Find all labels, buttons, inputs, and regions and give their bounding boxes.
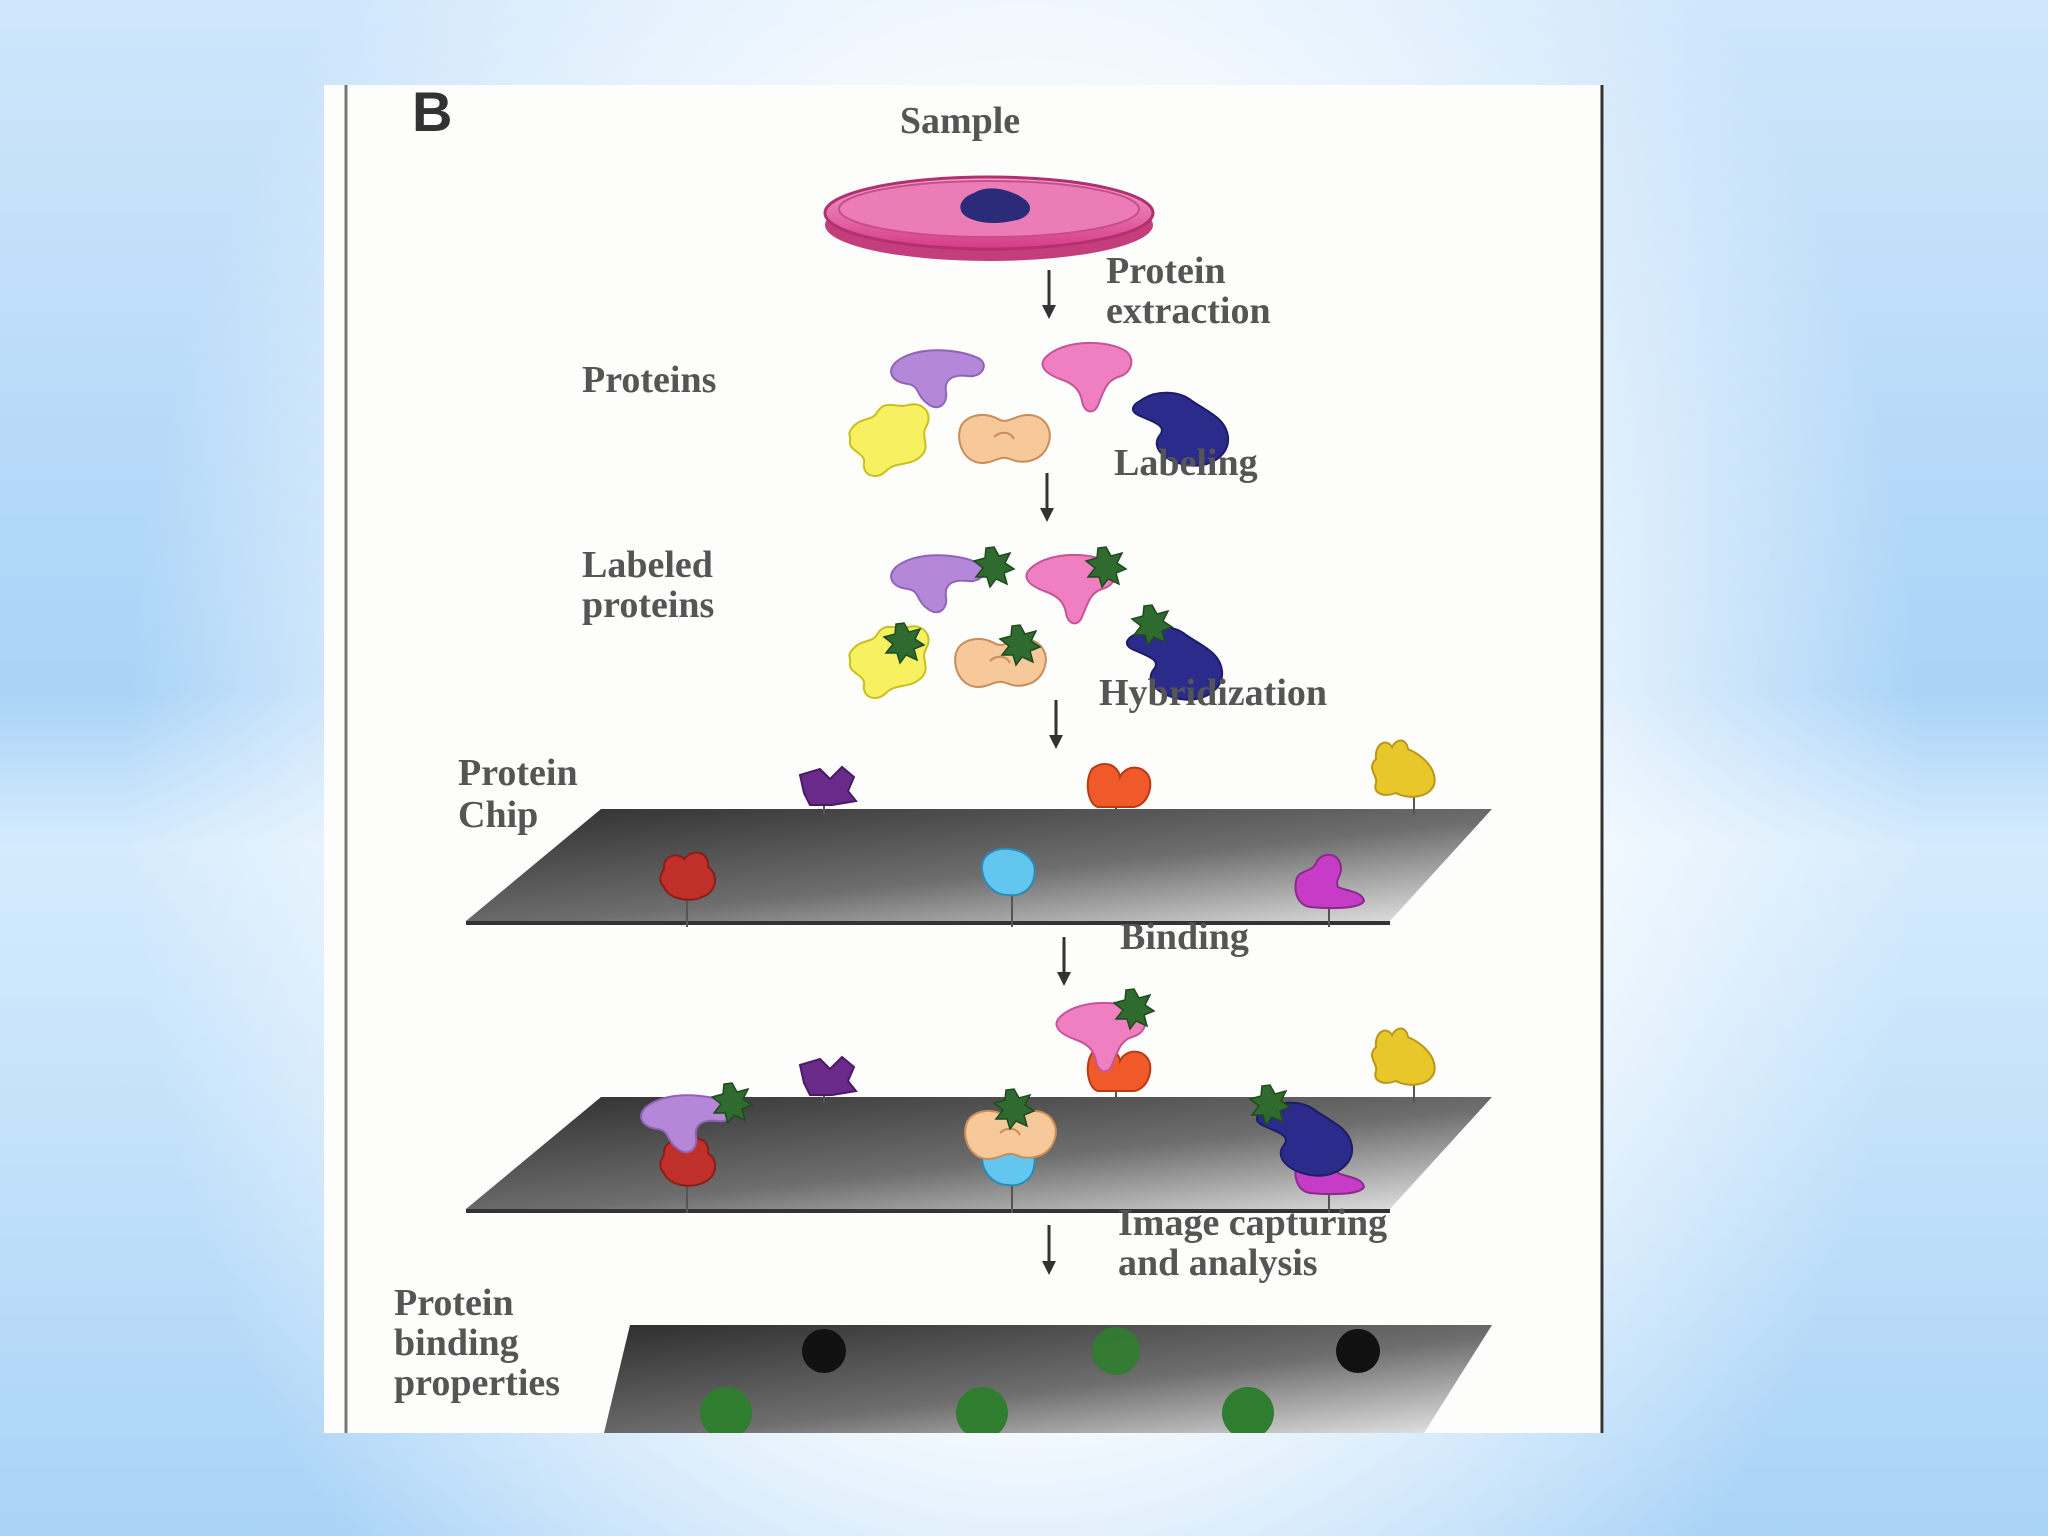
result-spot-green (956, 1387, 1008, 1433)
proteins-label: Proteins (582, 359, 716, 401)
arrow-labeling (1040, 473, 1054, 522)
result-spot-black (1336, 1329, 1380, 1373)
result-spot-green (1222, 1387, 1274, 1433)
panel-label: B (412, 85, 452, 143)
arrow-binding (1057, 937, 1071, 986)
arrow-hybridization (1049, 700, 1063, 749)
protein-binding-properties-label: Protein binding properties (394, 1282, 560, 1404)
hybridization-label: Hybridization (1099, 672, 1327, 714)
protein-chip-label: Protein Chip (458, 752, 587, 836)
protein-microarray-figure: B Sample Protein extraction Proteins Lab… (324, 85, 1604, 1433)
image-capturing-label: Image capturing and analysis (1118, 1202, 1397, 1284)
binding-label: Binding (1120, 916, 1249, 958)
labeling-label: Labeling (1114, 442, 1258, 484)
result-spot-green (1092, 1327, 1140, 1375)
bound-protein-chip (466, 988, 1492, 1213)
arrow-protein-extraction (1042, 270, 1056, 319)
protein-extraction-label: Protein extraction (1106, 250, 1271, 332)
sample-label: Sample (900, 100, 1020, 142)
result-spot-black (802, 1329, 846, 1373)
result-chip (604, 1325, 1492, 1433)
petri-dish-icon (823, 175, 1155, 261)
result-spot-green (700, 1387, 752, 1433)
arrow-image-capturing (1042, 1225, 1056, 1275)
protein-chip (466, 739, 1492, 927)
labeled-proteins-label: Labeled proteins (582, 544, 722, 626)
